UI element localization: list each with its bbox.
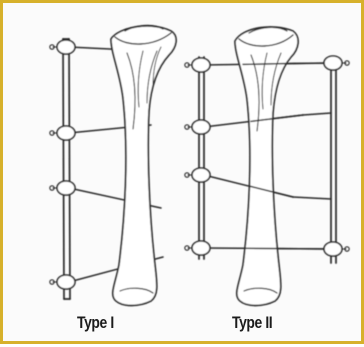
type-ii-fixator [185,27,349,306]
type-ii-bone [235,27,298,306]
type-ii-clamp-right-2 [324,242,342,256]
type-ii-clamp-left-2 [192,120,210,134]
fixator-illustration [3,3,364,347]
type-i-clamp-4 [57,275,75,289]
type-i-clamp-1 [57,40,75,54]
type-ii-caption: Type II [232,313,272,333]
type-i-connecting-rod [63,39,64,299]
type-i-fixator [50,25,176,305]
type-i-clamp-2 [57,126,75,140]
type-ii-clamp-left-4 [192,241,210,255]
type-ii-clamp-left-1 [192,58,210,72]
type-i-bone [111,25,176,305]
type-ii-clamp-right-1 [324,56,342,70]
type-i-clamps [57,40,75,289]
type-i-clamp-3 [57,181,75,195]
type-ii-clamp-left-3 [192,168,210,182]
type-i-caption: Type I [77,313,114,333]
